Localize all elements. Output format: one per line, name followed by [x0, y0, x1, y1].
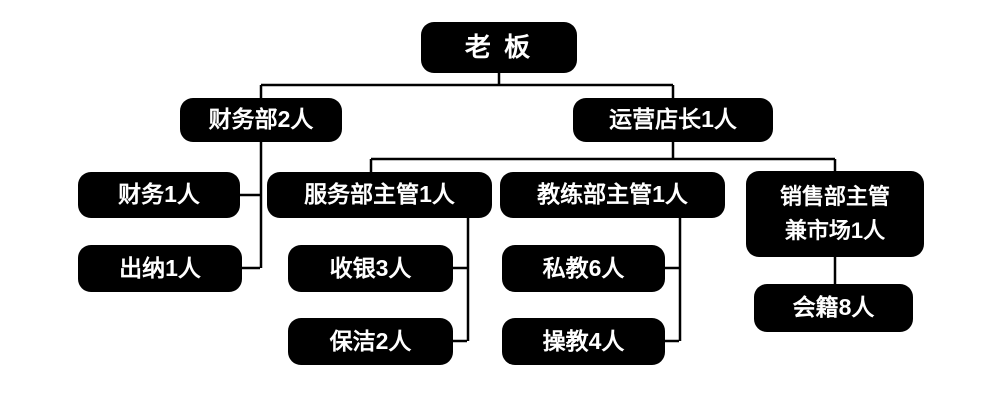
node-coach-supervisor-label: 教练部主管1人 [537, 181, 688, 208]
node-sales-supervisor-label-line1: 销售部主管 [779, 183, 890, 209]
node-finance-dept: 财务部2人 [180, 98, 342, 142]
node-finance-staff-label: 财务1人 [118, 181, 200, 208]
node-personal-trainers: 私教6人 [502, 245, 665, 292]
node-group-trainers-label: 操教4人 [542, 327, 625, 354]
node-cashier-staff: 收银3人 [288, 245, 453, 292]
connector-path [240, 73, 837, 343]
node-ops-manager: 运营店长1人 [573, 98, 773, 142]
node-sales-supervisor-label-line2: 兼市场1人 [784, 218, 886, 243]
node-group-trainers: 操教4人 [502, 318, 665, 365]
node-sales-supervisor: 销售部主管 兼市场1人 [746, 171, 924, 257]
node-treasury-staff-label: 出纳1人 [119, 254, 201, 281]
node-finance-dept-label: 财务部2人 [208, 106, 314, 133]
node-cleaning-staff-label: 保洁2人 [329, 327, 412, 354]
node-boss: 老 板 [421, 22, 577, 73]
node-boss-label: 老 板 [464, 31, 534, 62]
node-cashier-staff-label: 收银3人 [329, 254, 412, 281]
node-coach-supervisor: 教练部主管1人 [500, 172, 725, 218]
node-service-supervisor: 服务部主管1人 [267, 172, 492, 218]
node-ops-manager-label: 运营店长1人 [609, 106, 737, 133]
node-finance-staff: 财务1人 [78, 172, 240, 218]
node-membership-staff: 会籍8人 [754, 284, 913, 332]
node-personal-trainers-label: 私教6人 [542, 254, 625, 281]
node-membership-staff-label: 会籍8人 [792, 294, 875, 321]
node-treasury-staff: 出纳1人 [78, 245, 242, 292]
node-cleaning-staff: 保洁2人 [288, 318, 453, 365]
node-service-supervisor-label: 服务部主管1人 [304, 181, 455, 208]
